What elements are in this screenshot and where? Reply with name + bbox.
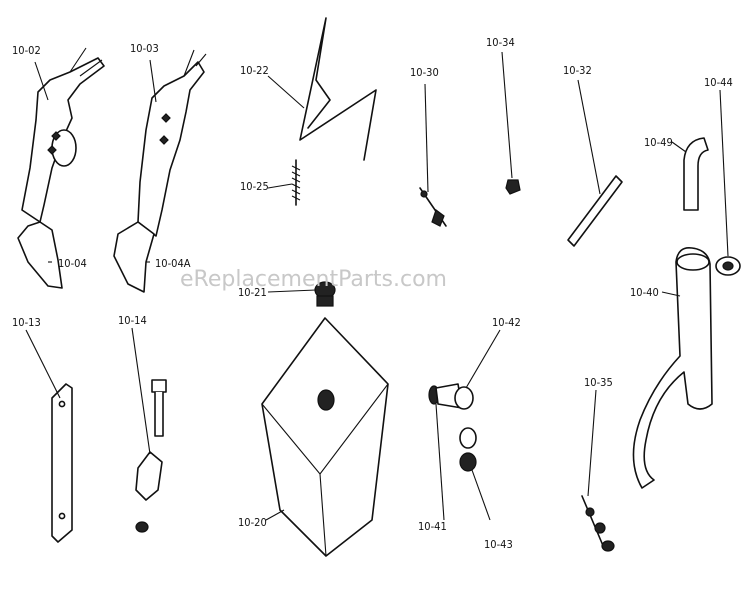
label-10-49: 10-49: [644, 136, 673, 149]
part-10-20-tank: [261, 317, 389, 557]
label-10-34: 10-34: [486, 36, 515, 49]
label-10-21: 10-21: [238, 286, 267, 299]
part-10-32-rod: [567, 175, 623, 247]
label-10-13: 10-13: [12, 316, 41, 329]
label-10-42: 10-42: [492, 316, 521, 329]
part-10-25-spring: [291, 159, 301, 206]
part-10-22-bracket: [299, 17, 377, 161]
leader-lines: [25, 51, 729, 521]
label-10-40: 10-40: [630, 286, 659, 299]
label-10-02: 10-02: [12, 44, 41, 57]
part-10-40-reservoir: [632, 246, 713, 489]
label-10-03: 10-03: [130, 42, 159, 55]
part-10-30-linkage: [419, 187, 447, 227]
label-10-44: 10-44: [704, 76, 733, 89]
label-10-22: 10-22: [240, 64, 269, 77]
part-labels: 10-02 10-03 10-22 10-30 10-34 10-32 10-4…: [12, 36, 733, 551]
part-10-14-bolt-bracket: [135, 379, 167, 533]
label-10-43: 10-43: [484, 538, 513, 551]
part-10-02-pedal-assembly: [17, 47, 105, 289]
label-10-04: 10-04: [58, 257, 87, 270]
part-10-49-elbow-tube: [683, 137, 709, 211]
label-10-04A: 10-04A: [155, 257, 191, 270]
label-10-41: 10-41: [418, 520, 447, 533]
label-10-25: 10-25: [240, 180, 269, 193]
part-10-44-clamp: [715, 256, 741, 276]
part-10-13-plate: [51, 383, 73, 543]
label-10-35: 10-35: [584, 376, 613, 389]
part-10-21-cap: [314, 281, 336, 307]
label-10-14: 10-14: [118, 314, 147, 327]
part-10-03-pedal-assembly: [113, 49, 207, 293]
part-10-42-fitting: [428, 383, 474, 410]
watermark-text: eReplacementParts.com: [180, 267, 447, 292]
label-10-32: 10-32: [563, 64, 592, 77]
label-10-30: 10-30: [410, 66, 439, 79]
part-10-43-washer: [459, 427, 477, 472]
part-10-34-clip: [505, 179, 521, 195]
label-10-20: 10-20: [238, 516, 267, 529]
part-10-35-linkage: [581, 495, 615, 552]
